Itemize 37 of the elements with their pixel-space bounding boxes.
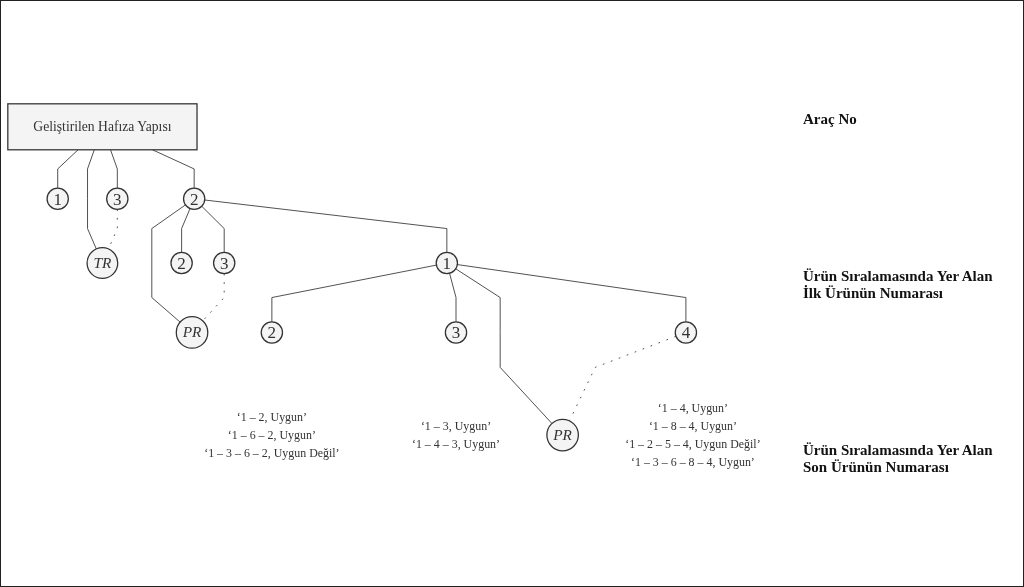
node-label: ‘1 – 4, Uygun’: [657, 401, 729, 415]
connector: [202, 273, 225, 322]
connector: [271, 264, 437, 323]
node-label: ‘1 – 3, Uygun’: [420, 419, 492, 433]
node-box: Geliştirilen Hafıza Yapısı: [7, 102, 198, 151]
level-label: Ürün Sıralamasında Yer Alan İlk Ürünün Numarası: [803, 268, 994, 302]
node-label: ‘1 – 2, Uygun’: [236, 410, 307, 424]
node-circle: 3: [444, 320, 468, 344]
connector: [152, 149, 195, 189]
node-circle: 4: [674, 320, 698, 344]
node-circle: 1: [435, 251, 459, 275]
connector: [449, 272, 457, 323]
node-circle: 1: [46, 187, 69, 210]
connector: [151, 204, 186, 323]
node-circle: 2: [170, 251, 193, 275]
node-circle: 3: [212, 251, 236, 275]
level-label: Ürün Sıralamasında Yer Alan Son Ürünün Numarası: [803, 442, 994, 476]
connector: [204, 199, 448, 253]
connector: [201, 205, 225, 253]
node-circle: 2: [182, 187, 206, 210]
node-label: ‘1 – 3 – 6 – 2, Uygun Değil’: [204, 446, 340, 460]
node-label: ‘1 – 3 – 6 – 8 – 4, Uygun’: [631, 455, 755, 469]
node-circle: PR: [546, 418, 579, 452]
level-label: Araç No: [803, 111, 858, 128]
connector: [181, 207, 191, 253]
node-label: ‘1 – 2 – 5 – 4, Uygun Değil’: [625, 437, 761, 451]
node-circle: 2: [260, 320, 284, 344]
node-circle: PR: [175, 315, 209, 349]
node-label: ‘1 – 6 – 2, Uygun’: [227, 428, 316, 442]
connector: [455, 268, 553, 424]
connector: [110, 149, 118, 189]
connector: [87, 149, 97, 250]
node-circle: TR: [86, 246, 119, 279]
connector: [57, 149, 79, 189]
node-circle: 3: [106, 187, 129, 210]
node-label: ‘1 – 4 – 3, Uygun’: [411, 437, 501, 451]
node-label: ‘1 – 8 – 4, Uygun’: [648, 419, 737, 433]
